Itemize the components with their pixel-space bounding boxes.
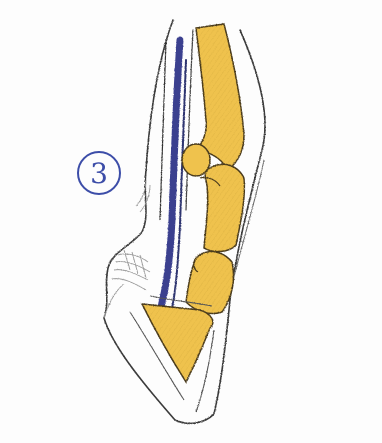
step-number-badge: 3 [77, 151, 121, 195]
long-pastern-bone [200, 164, 244, 251]
coffin-bone [142, 304, 213, 382]
step-number-text: 3 [90, 160, 108, 188]
fetlock-tuft [104, 180, 150, 318]
short-pastern-bone [186, 252, 234, 314]
